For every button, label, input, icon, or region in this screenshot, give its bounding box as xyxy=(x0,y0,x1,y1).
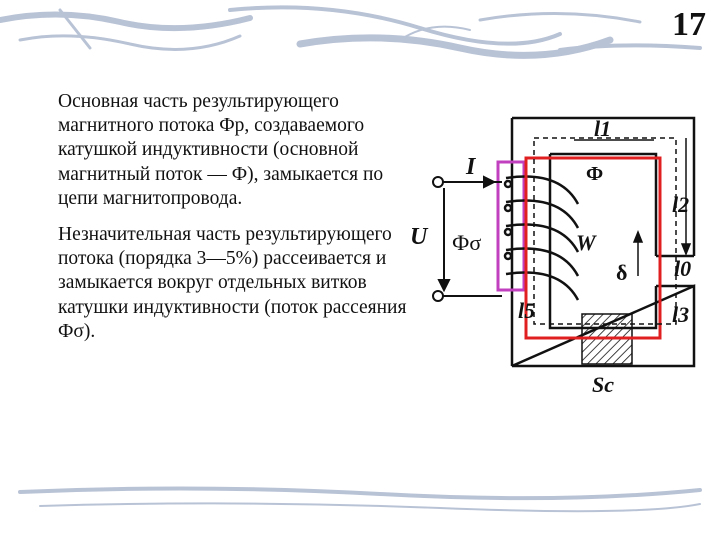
footer-decoration xyxy=(18,486,702,513)
label-l0: l0 xyxy=(674,256,691,281)
label-current: I xyxy=(465,154,477,180)
label-core-section: Sc xyxy=(592,372,614,397)
mean-path-dashed xyxy=(533,137,677,325)
paragraph-leakage-flux: Незначительная часть результирующего пот… xyxy=(58,224,407,342)
label-l1: l1 xyxy=(594,116,611,141)
terminals xyxy=(432,175,502,302)
label-l3: l3 xyxy=(672,302,689,327)
paragraph-main-flux: Основная часть результирующего магнитног… xyxy=(58,91,384,209)
label-l2: l2 xyxy=(672,192,689,217)
dimension-arrows xyxy=(574,138,692,276)
core-flux-path xyxy=(524,156,662,340)
text-block: Основная часть результирующего магнитног… xyxy=(58,90,410,344)
label-phi: Ф xyxy=(586,163,603,185)
magnetic-circuit-diagram: l1 Ф l2 l0 l3 l5 I U Фσ W δ Sc xyxy=(410,116,696,397)
coil-winding xyxy=(503,175,580,301)
label-gap: δ xyxy=(616,260,627,285)
label-turns: W xyxy=(576,230,597,255)
label-voltage: U xyxy=(410,224,429,250)
label-l5: l5 xyxy=(518,298,535,323)
coil-outline xyxy=(496,160,526,292)
label-phi-sigma: Фσ xyxy=(452,230,481,255)
header-decoration xyxy=(0,5,702,59)
slide-number: 17 xyxy=(672,6,706,43)
